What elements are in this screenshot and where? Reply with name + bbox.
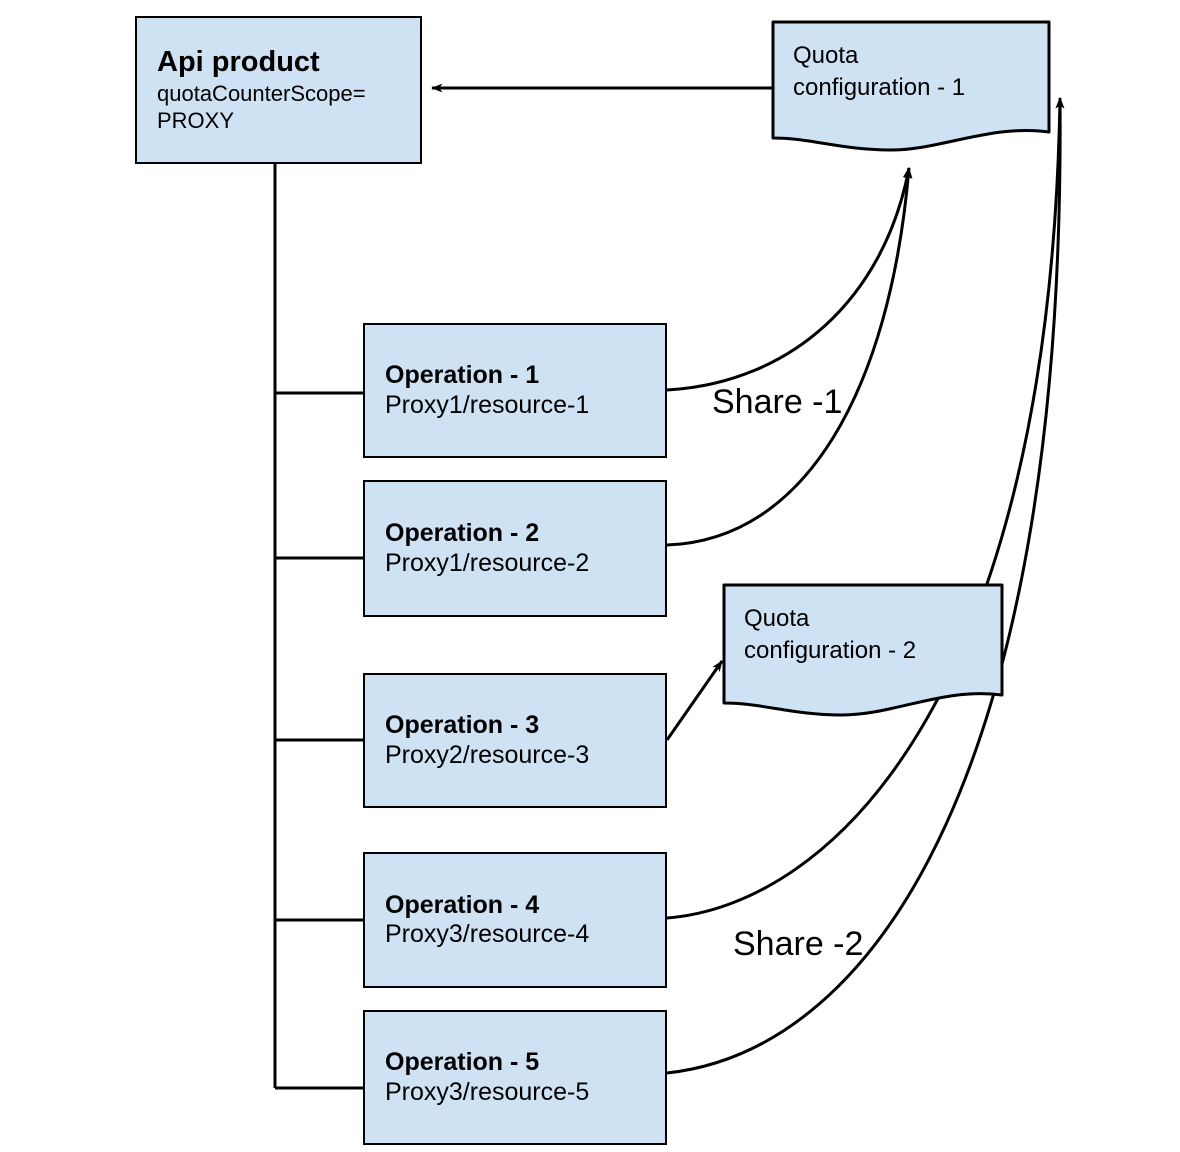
operation-4-title: Operation - 4: [385, 890, 540, 919]
node-operation-3[interactable]: Operation - 3 Proxy2/resource-3: [363, 673, 667, 808]
operation-5-title: Operation - 5: [385, 1048, 540, 1076]
operation-5-resource: Proxy3/resource-5: [385, 1077, 590, 1106]
document-shape-quota-2: [722, 583, 1004, 717]
node-quota-configuration-2[interactable]: Quota configuration - 2: [722, 583, 1004, 719]
operation-1-resource: Proxy1/resource-1: [385, 390, 590, 419]
node-operation-2[interactable]: Operation - 2 Proxy1/resource-2: [363, 480, 667, 617]
api-product-quota-scope-line1: quotaCounterScope=: [157, 81, 366, 107]
edge-op1-to-quota1: [666, 167, 912, 392]
operation-4-resource: Proxy3/resource-4: [385, 920, 590, 948]
operation-1-title: Operation - 1: [385, 361, 540, 389]
edge-label-share-2: Share -2: [733, 925, 864, 963]
quota-configuration-1-line2: configuration - 1: [793, 73, 966, 101]
edge-op3-to-quota2: [665, 660, 724, 741]
operation-2-title: Operation - 2: [385, 519, 540, 547]
node-quota-configuration-1[interactable]: Quota configuration - 1: [771, 20, 1051, 155]
operation-3-resource: Proxy2/resource-3: [385, 740, 590, 769]
operation-2-resource: Proxy1/resource-2: [385, 548, 590, 577]
api-product-quota-scope-line2: PROXY: [157, 108, 235, 134]
node-operation-5[interactable]: Operation - 5 Proxy3/resource-5: [363, 1010, 667, 1145]
edge-label-share-1: Share -1: [712, 383, 843, 421]
document-shape-quota-1: [771, 20, 1051, 152]
edge-op4-to-quota1: [666, 97, 1065, 920]
api-product-title: Api product: [157, 46, 320, 79]
quota-configuration-1-text: Quota configuration - 1: [793, 40, 965, 103]
node-api-product[interactable]: Api product quotaCounterScope= PROXY: [135, 16, 422, 164]
edge-op2-to-quota1: [666, 167, 913, 547]
product-operation-tree: [273, 164, 363, 1090]
quota-configuration-2-text: Quota configuration - 2: [744, 603, 916, 666]
quota-configuration-2-line1: Quota: [744, 605, 810, 632]
quota-configuration-1-line1: Quota: [793, 42, 859, 69]
quota-configuration-2-line2: configuration - 2: [744, 636, 917, 664]
node-operation-4[interactable]: Operation - 4 Proxy3/resource-4: [363, 852, 667, 988]
node-operation-1[interactable]: Operation - 1 Proxy1/resource-1: [363, 323, 667, 458]
operation-3-title: Operation - 3: [385, 711, 540, 739]
